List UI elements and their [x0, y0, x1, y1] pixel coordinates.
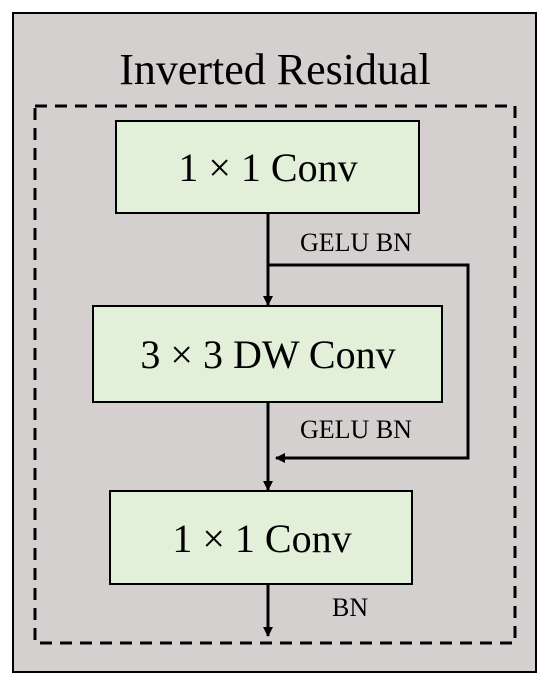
conv-1x1-block-top-label: 1 × 1 Conv [178, 145, 357, 190]
conv-1x1-block-bottom-label: 1 × 1 Conv [172, 516, 351, 561]
residual-connection-line [268, 263, 470, 463]
edge-label-bn: BN [332, 593, 368, 622]
dw-conv-3x3-block-label: 3 × 3 DW Conv [140, 332, 395, 377]
diagram-title: Inverted Residual [119, 45, 431, 94]
conv-1x1-block-bottom [109, 490, 413, 585]
dashed-container [33, 104, 517, 645]
edge-label-gelu-bn-1: GELU BN [300, 228, 412, 257]
conv-1x1-block-top [115, 120, 420, 214]
edge-label-gelu-bn-2: GELU BN [300, 415, 412, 444]
